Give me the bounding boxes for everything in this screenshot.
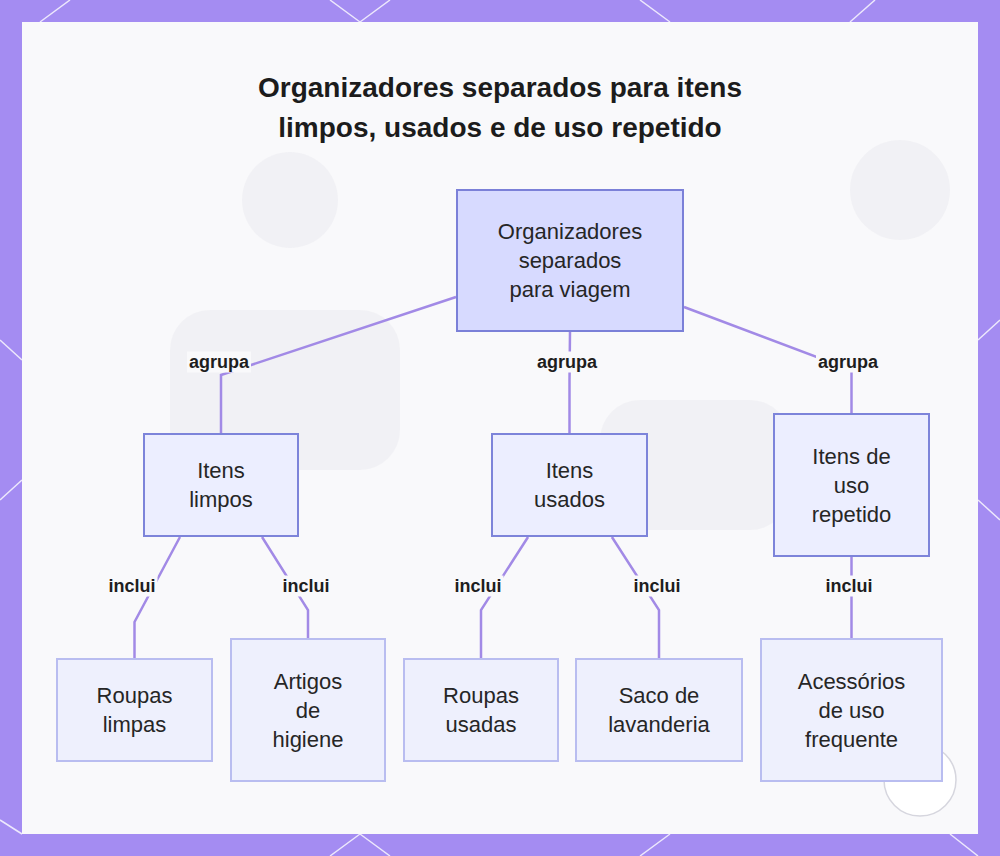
node-text: Itens limpos [174, 456, 269, 514]
text-wrap: Artigos de higiene [261, 667, 356, 754]
node-text: Roupas usadas [434, 681, 529, 739]
text-wrap: Itens limpos [174, 456, 269, 514]
node-text: Itens de uso repetido [802, 442, 902, 529]
edge-label: agrupa [187, 352, 251, 373]
connector-line [135, 537, 180, 658]
process-box: Itens limpos [143, 433, 299, 537]
text-wrap: Organizadores separados para viagem [498, 217, 643, 304]
edge-label: agrupa [816, 352, 880, 373]
connector-line [612, 537, 659, 658]
process-box: Saco de lavanderia [575, 658, 743, 762]
text-wrap: Itens usados [522, 456, 617, 514]
node-text: Roupas limpas [87, 681, 182, 739]
edge-label: inclui [823, 576, 874, 597]
edge-label: inclui [106, 576, 157, 597]
diagram-title: Organizadores separados para itens limpo… [210, 68, 790, 148]
connector-line [850, 557, 853, 638]
node-text: Acessórios de uso frequente [792, 667, 912, 754]
process-box: Organizadores separados para viagem [456, 189, 684, 332]
text-wrap: Saco de lavanderia [599, 681, 719, 739]
text-wrap: Roupas limpas [87, 681, 182, 739]
node-text: Saco de lavanderia [599, 681, 719, 739]
text-wrap: Acessórios de uso frequente [792, 667, 912, 754]
edge-label: inclui [280, 576, 331, 597]
connector-line [221, 297, 456, 433]
edge-label: inclui [452, 576, 503, 597]
process-box: Itens usados [491, 433, 648, 537]
connector-line [568, 332, 571, 433]
process-box: Artigos de higiene [230, 638, 386, 782]
node-text: Itens usados [522, 456, 617, 514]
edge-label: agrupa [535, 352, 599, 373]
connector-line [481, 537, 528, 658]
node-text: Artigos de higiene [261, 667, 356, 754]
text-wrap: Roupas usadas [434, 681, 529, 739]
process-box: Roupas limpas [56, 658, 213, 762]
node-text: Organizadores separados para viagem [498, 217, 643, 304]
process-box: Acessórios de uso frequente [760, 638, 943, 782]
edge-label: inclui [631, 576, 682, 597]
process-box: Roupas usadas [403, 658, 559, 762]
text-wrap: Itens de uso repetido [802, 442, 902, 529]
process-box: Itens de uso repetido [773, 413, 930, 557]
